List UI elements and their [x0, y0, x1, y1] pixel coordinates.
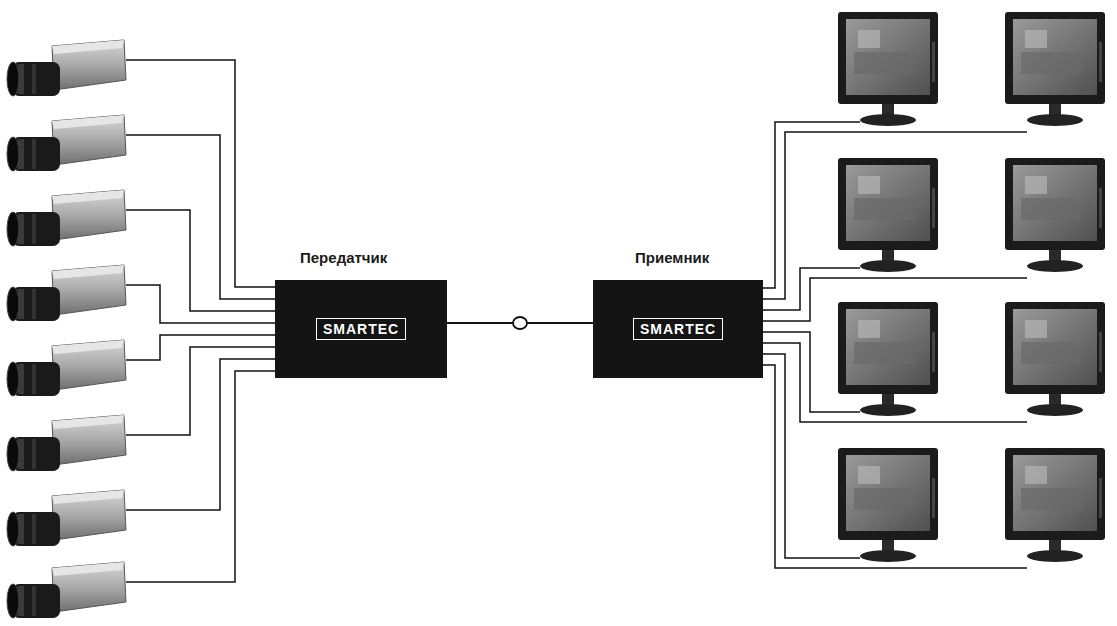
transmitter-box: ПередатчикSMARTEC [275, 280, 447, 378]
brand-label: SMARTEC [316, 318, 406, 340]
fiber-cable [447, 317, 593, 329]
brand-label: SMARTEC [633, 318, 723, 340]
device-heading: Приемник [635, 249, 709, 266]
receiver-box: ПриемникSMARTEC [593, 280, 763, 378]
device-heading: Передатчик [300, 249, 387, 266]
